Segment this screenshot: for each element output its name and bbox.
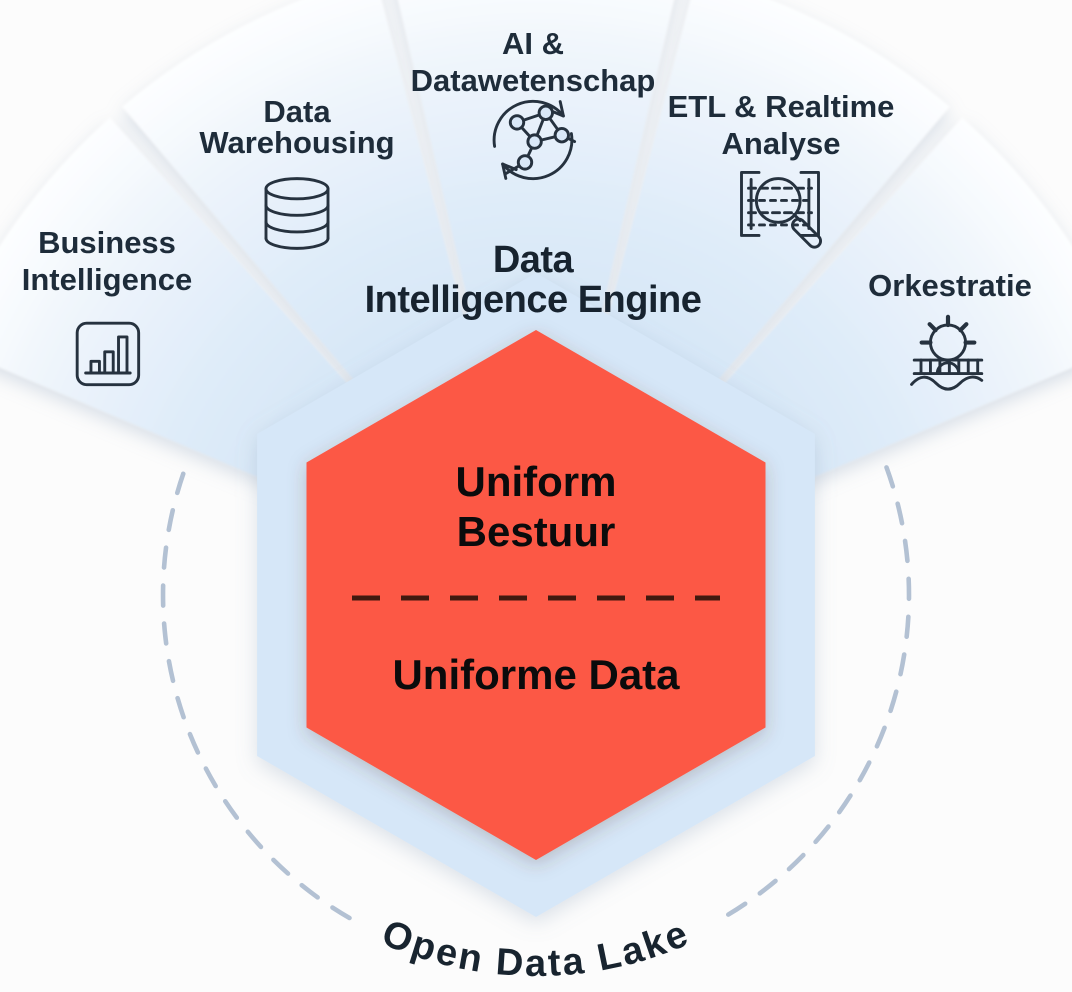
diagram-title: Data Intelligence Engine: [365, 239, 702, 321]
database-icon: [266, 179, 328, 249]
sector-label-line: Analyse: [722, 126, 841, 161]
uniform-data-label: Uniforme Data: [392, 651, 680, 698]
orchestration-icon: [912, 317, 982, 389]
uniform-governance-label-line1: Uniform: [456, 458, 617, 505]
title-line1: Data: [493, 239, 575, 281]
dashed-circle: [160, 459, 912, 921]
sector-etl-realtime: ETL & Realtime Analyse: [668, 89, 895, 247]
etl-magnifier-icon: [742, 172, 821, 247]
dashed-circle-right-arc: [720, 465, 912, 921]
sector-orchestration: Orkestratie: [868, 268, 1032, 389]
dashed-circle-left-arc: [160, 459, 352, 921]
sector-label-line: Warehousing: [199, 125, 394, 160]
sector-label-line: Business: [38, 225, 176, 260]
sector-label-line: ETL & Realtime: [668, 89, 895, 124]
sector-ai-datascience: AI & Datawetenschap: [411, 26, 656, 179]
sector-label-line: Datawetenschap: [411, 63, 656, 98]
sector-label-line: Intelligence: [22, 262, 193, 297]
sector-label-line: Orkestratie: [868, 268, 1032, 303]
sector-business-intelligence: Business Intelligence: [22, 225, 193, 385]
title-line2: Intelligence Engine: [365, 279, 702, 321]
bar-chart-icon: [77, 323, 138, 384]
sector-label-line: AI &: [502, 26, 564, 61]
ai-network-icon: [494, 101, 574, 178]
core-red-hexagon: [306, 330, 766, 860]
sector-label-line: Data: [263, 94, 331, 129]
uniform-governance-label-line2: Bestuur: [457, 508, 616, 555]
sector-data-warehousing: Data Warehousing: [199, 94, 395, 249]
